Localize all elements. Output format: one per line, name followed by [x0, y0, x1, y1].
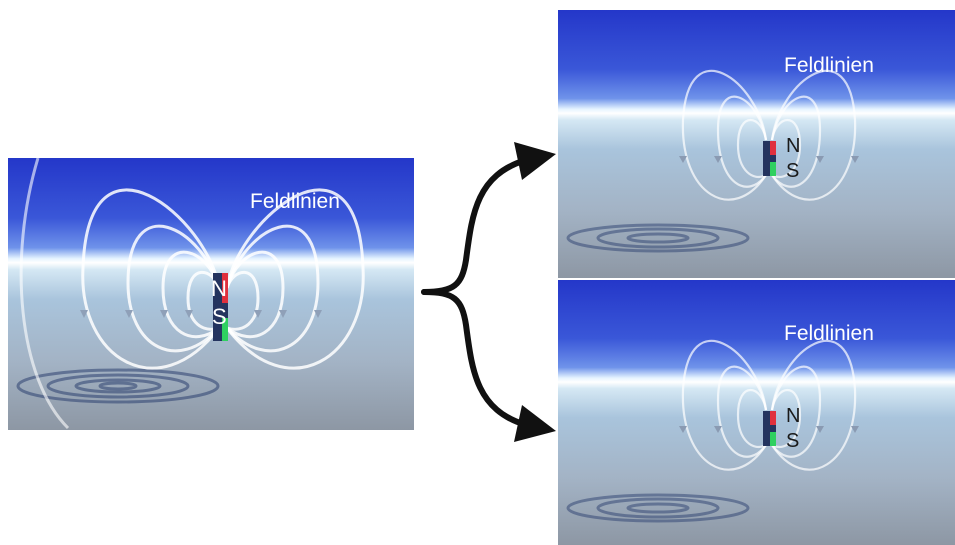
scene-panel-bottom: Feldlinien N S	[558, 280, 955, 545]
north-pole-label: N	[786, 405, 801, 427]
field-lines-bottom	[566, 339, 859, 523]
north-pole-label: N	[786, 135, 801, 157]
feldlinien-label: Feldlinien	[250, 190, 340, 213]
field-lines-top	[566, 69, 859, 253]
north-pole-label: N	[211, 276, 227, 301]
south-pole-label: S	[786, 430, 800, 452]
south-pole-label: S	[786, 160, 800, 182]
scene-panel-main: Feldlinien N S	[8, 158, 414, 430]
curly-brace-split-arrows-icon	[421, 142, 556, 442]
field-lines-main	[16, 158, 365, 430]
scene-panel-top: Feldlinien N S	[558, 10, 955, 278]
feldlinien-label: Feldlinien	[784, 54, 874, 77]
south-pole-label: S	[212, 304, 227, 329]
feldlinien-label: Feldlinien	[784, 322, 874, 345]
